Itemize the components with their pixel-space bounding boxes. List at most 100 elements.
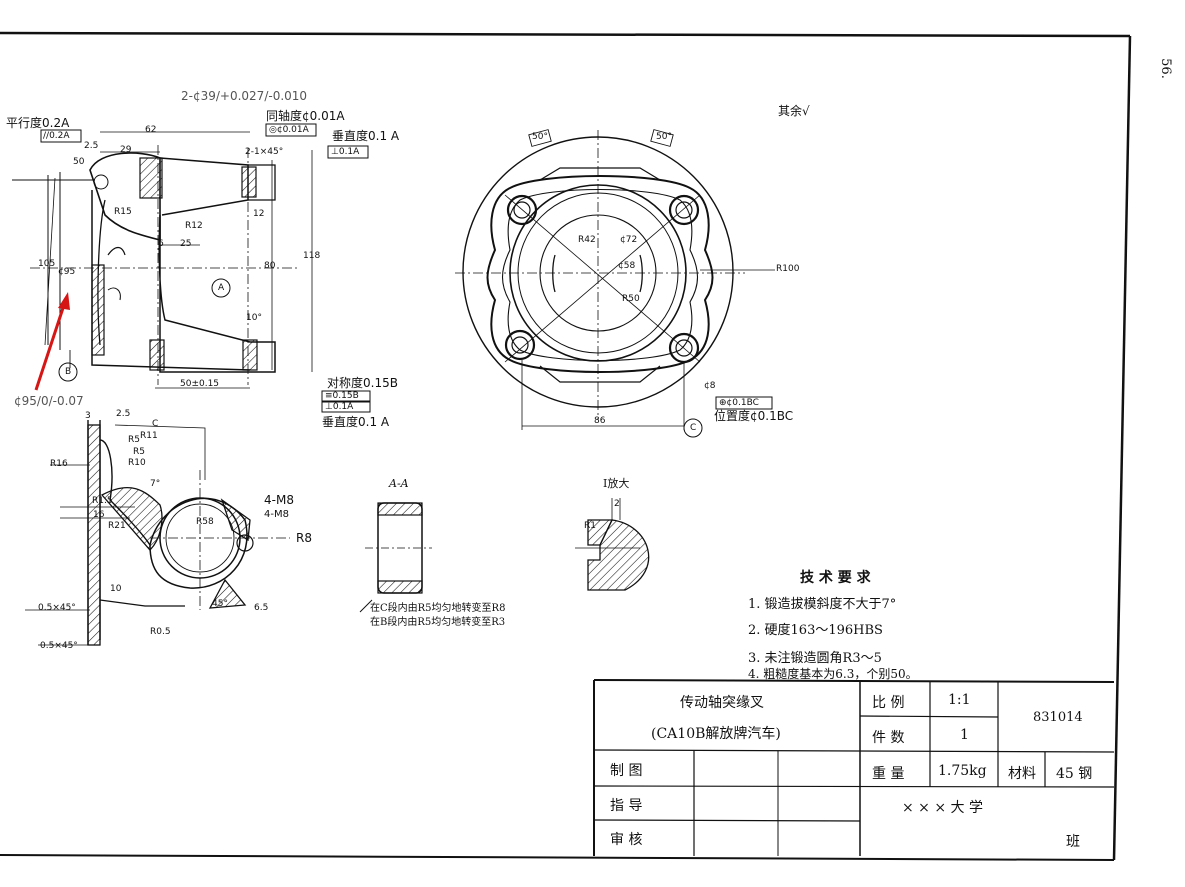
perpendicularity-top-frame: ⊥0.1A xyxy=(331,147,360,157)
quantity-value: 1 xyxy=(960,727,969,743)
quantity-label: 件 数 xyxy=(872,730,905,746)
dim-label: 118 xyxy=(303,251,321,261)
dim-label: R21 xyxy=(108,521,126,531)
dim-label: 2.5 xyxy=(116,409,131,419)
dim-label: R11 xyxy=(140,431,158,441)
dim-label: 6 xyxy=(158,239,164,249)
datum-c-label: C xyxy=(690,423,697,433)
dim-label: R42 xyxy=(578,235,596,245)
perpendicularity-bottom-note: 垂直度0.1 A xyxy=(322,415,390,429)
round-view xyxy=(455,129,775,438)
dim-label: 105 xyxy=(38,259,56,269)
dim-label: 10° xyxy=(246,313,262,323)
school-name: × × × 大 学 xyxy=(902,800,983,816)
dim-label: 10 xyxy=(110,584,122,594)
dim-label: 86 xyxy=(594,416,606,426)
thread-note: 4-M8 xyxy=(264,493,294,507)
dim-label: 45° xyxy=(212,599,228,609)
detail-dim-1: 2 xyxy=(614,499,620,509)
thread-note-2: 4-M8 xyxy=(264,509,289,520)
side-view xyxy=(25,420,290,646)
symmetry-frame: ≡0.15B xyxy=(325,391,359,401)
dim-label: 29 xyxy=(120,145,132,155)
dim-label: 25 xyxy=(180,239,192,249)
part-name: 传动轴突缘叉 xyxy=(680,695,764,711)
dim-label: R58 xyxy=(196,517,214,527)
r8-note: R8 xyxy=(296,531,312,545)
dim-label: R12 xyxy=(185,221,203,231)
material-value: 45 钢 xyxy=(1056,766,1093,782)
bore-tolerance-note: 2-¢39/+0.027/-0.010 xyxy=(181,89,308,103)
parallelism-note: 平行度0.2A xyxy=(6,116,70,130)
roughness-mark: 其余√ xyxy=(778,104,810,118)
scale-label: 比 例 xyxy=(872,695,905,711)
dim-label: 50° xyxy=(532,132,548,142)
front-view xyxy=(12,123,371,413)
dim-label: R0.5 xyxy=(150,627,171,637)
dim-label: 80 xyxy=(264,261,276,271)
coaxiality-frame: ◎¢0.01A xyxy=(269,125,309,135)
requirements-title: 技 术 要 求 xyxy=(800,570,871,586)
position-note: 位置度¢0.1BC xyxy=(714,409,794,423)
sheet-border xyxy=(0,31,1132,861)
dim-label: C xyxy=(152,419,159,429)
dim-label: ¢72 xyxy=(620,235,638,245)
dim-label: 16 xyxy=(93,510,105,520)
section-aa-note-2: 在B段内由R5均匀地转变至R3 xyxy=(370,617,506,628)
detail-view xyxy=(575,498,650,591)
dim-label: 0.5×45° xyxy=(38,603,76,613)
symmetry-note: 对称度0.15B xyxy=(327,376,398,390)
dim-label: 50 xyxy=(73,157,85,167)
detail-dim-2: R1 xyxy=(584,521,596,531)
page-number: 56. xyxy=(1157,58,1173,79)
dim-label: 0.5×45° xyxy=(40,641,78,651)
dim-label: ¢58 xyxy=(618,261,636,271)
dim-label: 7° xyxy=(150,479,161,489)
position-frame: ⊕¢0.1BC xyxy=(719,398,759,408)
dim-label: R15 xyxy=(114,207,132,217)
perpendicularity-top-note: 垂直度0.1 A xyxy=(332,129,400,143)
dim-label: R16 xyxy=(50,459,68,469)
weight-value: 1.75kg xyxy=(938,763,987,779)
section-aa xyxy=(359,502,432,613)
dim-label: ¢95 xyxy=(58,267,76,277)
dim-label: 12 xyxy=(253,209,265,219)
dim-label: ¢8 xyxy=(704,381,716,391)
dim-label: R1.5 xyxy=(92,496,113,506)
coaxiality-note: 同轴度¢0.01A xyxy=(266,109,345,123)
detail-title: I放大 xyxy=(603,477,630,490)
perpendicularity-bottom-frame: ⊥0.1A xyxy=(325,402,354,412)
class-label: 班 xyxy=(1066,834,1080,850)
diameter-tolerance-note: ¢95/0/-0.07 xyxy=(14,394,84,408)
dim-label: 2.5 xyxy=(84,141,99,151)
dim-label: 50° xyxy=(656,132,672,142)
dim-label: R5 xyxy=(133,447,145,457)
scale-value: 1:1 xyxy=(948,692,971,708)
dim-label: R10 xyxy=(128,458,146,468)
requirement-item: 2. 硬度163～196HBS xyxy=(748,623,883,638)
dim-label: 3 xyxy=(85,411,91,421)
dim-label: 6.5 xyxy=(254,603,269,613)
weight-label: 重 量 xyxy=(872,766,905,782)
section-aa-note-1: 在C段内由R5均匀地转变至R8 xyxy=(370,603,506,614)
requirement-item: 3. 未注锻造圆角R3～5 xyxy=(748,651,882,666)
dim-label: 2-1×45° xyxy=(245,147,284,157)
callout-arrow xyxy=(34,292,70,391)
datum-b-label: B xyxy=(65,367,72,377)
advisor-label: 指 导 xyxy=(610,798,643,814)
dim-label: R100 xyxy=(776,264,800,274)
dim-label: 50±0.15 xyxy=(180,379,220,389)
part-subtitle: (CA10B解放牌汽车) xyxy=(651,726,781,742)
reviewer-label: 审 核 xyxy=(610,832,643,848)
requirement-item: 4. 粗糙度基本为6.3，个别50。 xyxy=(748,667,918,681)
dim-label: 62 xyxy=(145,125,157,135)
dim-label: R5 xyxy=(128,435,140,445)
drawing-number: 831014 xyxy=(1033,710,1083,725)
requirement-item: 1. 锻造拔模斜度不大于7° xyxy=(748,597,897,612)
parallelism-frame: //0.2A xyxy=(43,131,70,141)
dim-label: R50 xyxy=(622,294,640,304)
drawn-by-label: 制 图 xyxy=(610,763,643,779)
title-block-grid xyxy=(593,679,1115,856)
material-label: 材料 xyxy=(1008,766,1036,782)
